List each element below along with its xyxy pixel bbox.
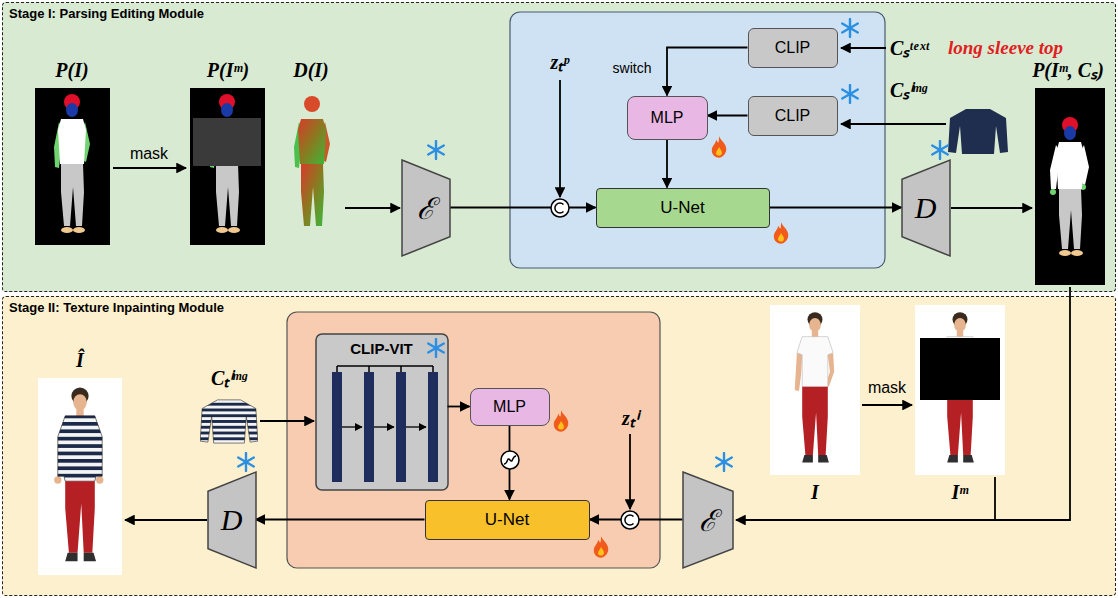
parsing-map-original: [35, 88, 110, 245]
math-label: P(Iᵐ, Cₛ): [1032, 59, 1104, 82]
sigmoid-symbol: [501, 451, 519, 469]
flow-connector: [708, 115, 748, 117]
node-label: MLP: [651, 109, 684, 127]
switch-label: switch: [613, 60, 652, 76]
flow-connector: [770, 207, 902, 209]
flow-connector: [450, 207, 596, 209]
prompt-text: long sleeve top: [948, 37, 1063, 59]
math-label: D(I): [293, 59, 329, 82]
node-label: ℰ: [699, 499, 717, 540]
math-label: Cₜⁱᵐᵍ: [211, 367, 247, 390]
math-label: Î: [76, 349, 84, 372]
texture-image: [200, 400, 258, 443]
node-label: CLIP: [775, 107, 811, 125]
clip-vit-encoder: CLIP-VIT: [316, 334, 448, 490]
flow-arrows: [113, 48, 1070, 520]
math-label: I: [811, 481, 819, 504]
mlp-block: MLP: [627, 96, 708, 140]
node-label: D: [221, 503, 243, 537]
band-title: Stage I: Parsing Editing Module: [9, 6, 204, 21]
stage-two-ground: [2, 296, 1116, 596]
parsing-panel: [510, 12, 885, 268]
clip-encoder: CLIP: [748, 28, 838, 68]
flow-connector: [667, 48, 748, 96]
parsing-map-masked: [190, 88, 265, 245]
math-label: Iᵐ: [952, 481, 969, 504]
unet-block: U-Net: [596, 188, 770, 228]
math-label: P(Iᵐ): [207, 59, 249, 82]
flow-connector: [448, 406, 470, 408]
flow-connector: [256, 519, 425, 521]
inpainting-panel: [287, 312, 660, 568]
node-label: CLIP: [775, 39, 811, 57]
band-title: Stage II: Texture Inpainting Module: [9, 300, 224, 315]
mlp-block: MLP: [470, 388, 550, 426]
person-photo-masked: [915, 305, 1005, 475]
step-label: mask: [130, 145, 168, 163]
math-label: zₜⁱ: [622, 407, 638, 430]
parsing-map-edited: [1035, 88, 1105, 285]
stage-band: Stage II: Texture Inpainting ModuleCLIP-…: [2, 296, 1116, 596]
garment-image: [948, 109, 1008, 154]
person-photo: [770, 305, 860, 475]
decoder-block: D: [208, 472, 256, 568]
encoder-block: ℰ: [683, 472, 733, 568]
node-label: D: [915, 191, 937, 225]
step-label: mask: [868, 379, 906, 397]
densepose-map: [294, 96, 330, 226]
node-label: CLIP-VIT: [350, 340, 413, 357]
math-label: zₜᵖ: [551, 51, 570, 74]
clip-encoder: CLIP: [748, 96, 838, 136]
math-label: Cₛⁱᵐᵍ: [890, 79, 927, 102]
encoder-block: ℰ: [402, 160, 450, 256]
stage-one-ground: [2, 2, 1116, 292]
flow-connector: [666, 140, 668, 188]
clip-vit-body: [316, 334, 448, 490]
math-label: Cₛᵗᵉˣᵗ: [890, 37, 929, 60]
node-label: U-Net: [485, 510, 529, 530]
concat-symbol: [551, 199, 569, 217]
unet-block: U-Net: [425, 500, 590, 540]
trainable-icons: [554, 136, 789, 558]
math-label: P(I): [55, 59, 88, 82]
decoder-block: D: [902, 160, 950, 256]
node-label: MLP: [493, 398, 526, 416]
concat-symbol: [621, 511, 639, 529]
node-label: ℰ: [417, 187, 435, 228]
frozen-icons: [238, 19, 948, 471]
result-photo: [38, 378, 122, 575]
node-label: U-Net: [660, 198, 704, 218]
